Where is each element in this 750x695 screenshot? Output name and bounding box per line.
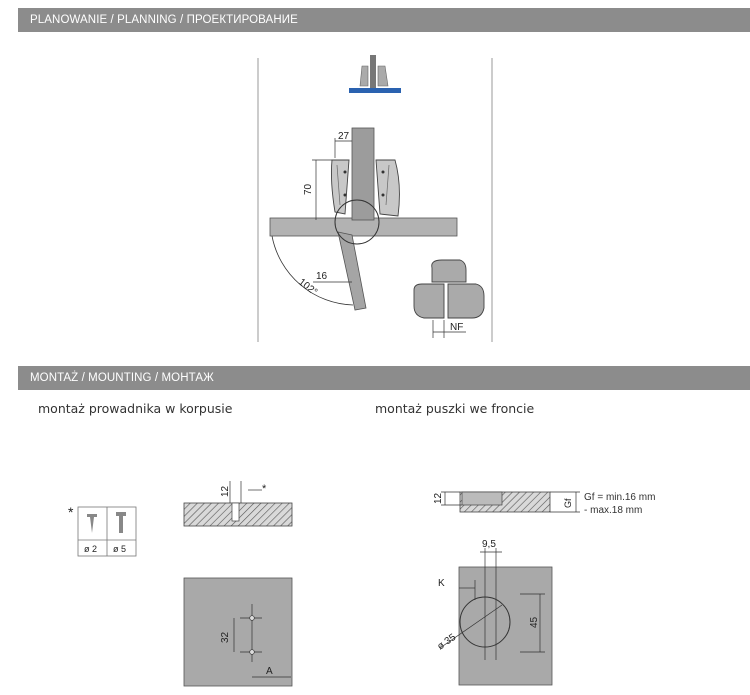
nf-detail: NF xyxy=(413,259,485,338)
front-dim-45-label: 45 xyxy=(529,616,540,628)
screw-asterisk: * xyxy=(68,504,74,520)
right-caption: montaż puszki we froncie xyxy=(375,401,535,416)
front-dim-k-label: K xyxy=(438,578,445,589)
front-dim-9-5-label: 9,5 xyxy=(482,539,496,550)
front-dim-12-label: 12 xyxy=(433,492,444,504)
screw-diameter-2: ø 5 xyxy=(113,544,126,554)
dim-70-label: 70 xyxy=(303,183,314,195)
front-gf-label: Gf xyxy=(563,498,573,508)
planning-section-header: PLANOWANIE / PLANNING / ПРОЕКТИРОВАНИЕ xyxy=(18,8,750,32)
left-caption: montaż prowadnika w korpusie xyxy=(38,401,233,416)
nf-label: NF xyxy=(450,322,463,333)
body-dim-12-label: 12 xyxy=(220,485,231,497)
body-dim-a-label: A xyxy=(266,666,273,677)
mounting-section-header: MONTAŻ / MOUNTING / МОНТАЖ xyxy=(18,366,750,390)
gf-max-text: - max.18 mm xyxy=(584,505,642,516)
front-dim-35-label: ø 35 xyxy=(435,632,458,653)
front-mounting-drawing: 12 Gf Gf = min.16 mm - max.18 mm 9,5 K 4… xyxy=(433,491,655,686)
body-mounting-drawing: 12 * 32 A xyxy=(183,481,293,687)
screw-table: * ø 2 ø 5 xyxy=(68,504,137,557)
gf-min-text: Gf = min.16 mm xyxy=(584,492,655,503)
dim-27-label: 27 xyxy=(338,131,350,142)
body-dim-32-label: 32 xyxy=(220,631,231,643)
body-asterisk: * xyxy=(262,483,267,495)
mounting-section-title: MONTAŻ / MOUNTING / МОНТАЖ xyxy=(30,372,214,384)
planning-drawing: 27 70 16 102° NF xyxy=(257,55,493,342)
wood-screw-icon xyxy=(87,514,97,533)
planning-section-title: PLANOWANIE / PLANNING / ПРОЕКТИРОВАНИЕ xyxy=(30,14,298,26)
screw-diameter-1: ø 2 xyxy=(84,544,97,554)
euro-screw-icon xyxy=(116,512,126,533)
hinge-overlay-icon xyxy=(349,55,401,93)
dim-16-label: 16 xyxy=(316,271,328,282)
